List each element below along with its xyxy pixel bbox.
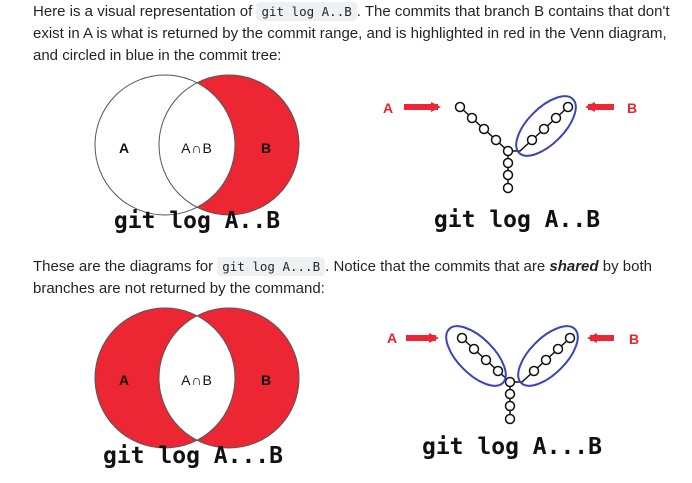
intro-text: Here is a visual representation of [33,3,257,20]
arrow-label-b: B [627,100,637,116]
venn-circle-a-outline [94,74,236,216]
venn-caption: git log A..B [114,208,280,234]
venn-diagram-symmetric: A A∩B B git log A...B [94,307,300,469]
venn-label-a: A [119,140,129,156]
venn2-intersection [159,308,235,448]
highlight-ellipse-b2 [517,325,579,387]
highlight-ellipse-b [515,95,577,157]
venn-label-intersection: A∩B [181,140,213,156]
arrow-label-a: A [383,100,393,116]
intro-text-continued: . The commits that branch B contains tha… [33,3,670,64]
venn2-circle-a-outline [94,307,236,449]
venn2-label-intersection: A∩B [181,372,213,388]
venn2-label-a: A [119,372,129,388]
highlight-ellipse-a [445,325,507,387]
arrow2-label-b: B [629,331,639,347]
venn-diagram-range: A A∩B B git log A..B [94,74,300,234]
commit-tree-symmetric: A B git log A...B [387,325,639,460]
inline-code-symmetric: git log A...B [217,257,326,276]
venn2-circle-b-outline [158,307,300,449]
arrow2-label-a: A [387,330,397,346]
commit-tree-range: A B git log A..B [383,95,637,233]
second-text: These are the diagrams for [33,258,218,275]
venn2-label-b: B [261,372,271,388]
tree-caption: git log A..B [434,207,600,233]
emphasis-shared: shared [549,258,599,275]
venn-circle-a [95,75,235,215]
commit2-nodes [456,332,576,425]
intro-paragraph: Here is a visual representation of git l… [33,1,673,67]
second-paragraph: These are the diagrams for git log A...B… [33,256,673,300]
commit-nodes [454,101,574,194]
venn2-caption: git log A...B [103,443,283,469]
venn-circle-b-outline [158,74,300,216]
venn-label-b: B [261,140,271,156]
second-text-middle: . Notice that the commits that are [325,258,550,275]
tree2-caption: git log A...B [422,434,602,460]
inline-code-range: git log A..B [256,2,357,21]
second-text-end: by both branches are not returned by the… [33,258,652,297]
